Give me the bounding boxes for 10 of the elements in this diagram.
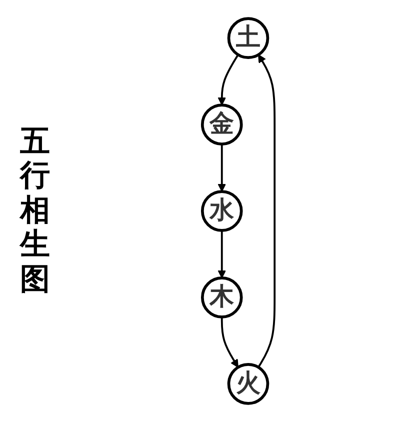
- arrow: [258, 54, 276, 368]
- arrow: [218, 54, 239, 106]
- arrow: [218, 230, 226, 278]
- node-circle: 金: [200, 104, 243, 146]
- arrow: [218, 144, 226, 192]
- title: 五行相生图: [20, 124, 50, 298]
- node-circle: 土: [227, 17, 270, 59]
- arrow: [220, 316, 238, 368]
- node-circle: 木: [200, 276, 243, 318]
- node-circle: 火: [227, 363, 270, 405]
